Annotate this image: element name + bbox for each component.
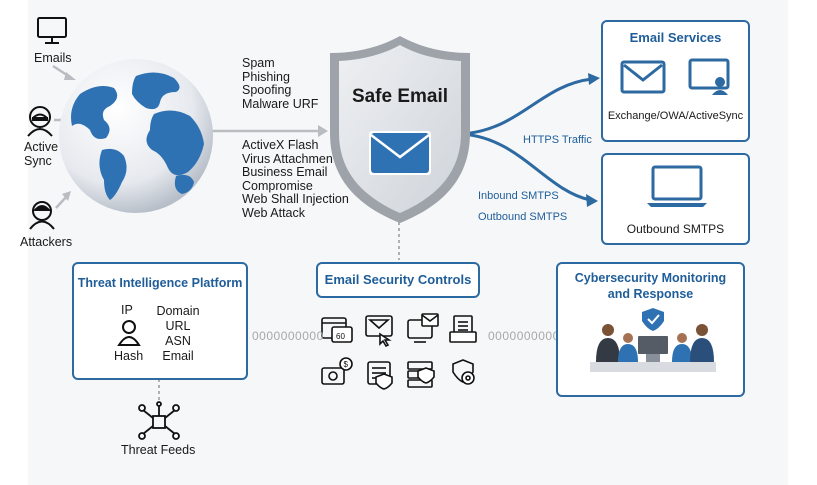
email-services-box bbox=[601, 20, 750, 142]
browser-code-icon: 60 bbox=[321, 317, 353, 343]
actor-active-sync-label: Active Sync bbox=[24, 140, 59, 168]
shield-title: Safe Email bbox=[351, 86, 449, 107]
email-security-controls-title: Email Security Controls bbox=[324, 272, 472, 287]
person-icon bbox=[117, 320, 141, 346]
email-services-title: Email Services bbox=[629, 30, 722, 45]
laptop-icon bbox=[647, 165, 707, 207]
threat-item: Virus Attachmen bbox=[242, 151, 333, 166]
server-check-icon bbox=[407, 361, 435, 388]
money-camera-icon: $ bbox=[321, 357, 353, 385]
actor-attackers-label: Attackers bbox=[20, 235, 73, 249]
threat-item: Spam bbox=[242, 56, 275, 70]
computer-email-icon bbox=[407, 313, 439, 343]
threat-item: Web Attack bbox=[242, 205, 305, 220]
threat-item: Business Email bbox=[242, 165, 328, 180]
shield-icon bbox=[330, 36, 470, 223]
controls-icon-grid: 60 $ bbox=[321, 313, 477, 390]
envelope-icon bbox=[620, 60, 666, 94]
monitoring-title: Cybersecurity Monitoring and Response bbox=[574, 271, 727, 301]
document-monitor-icon bbox=[449, 315, 477, 343]
threat-item: Malware URF bbox=[242, 96, 319, 111]
server-shield-icon bbox=[367, 361, 393, 390]
threat-intel-hash: Hash bbox=[114, 349, 144, 363]
user-monitor-icon bbox=[688, 58, 730, 95]
hacker-icon bbox=[27, 106, 53, 137]
attacker-icon bbox=[29, 201, 55, 230]
soc-team-illustration bbox=[590, 308, 716, 372]
svg-text:$: $ bbox=[344, 360, 349, 369]
email-services-caption: Exchange/OWA/ActiveSync bbox=[607, 110, 744, 122]
connector-left: 0000000000 bbox=[252, 329, 324, 343]
indicator-item: Email bbox=[162, 349, 194, 363]
threat-item: Compromise bbox=[242, 178, 313, 193]
threat-item: ActiveX Flash bbox=[242, 138, 319, 152]
inbound-smtps-label: Inbound SMTPS bbox=[478, 190, 559, 202]
threat-item: Phishing bbox=[242, 69, 290, 84]
svg-text:60: 60 bbox=[336, 332, 345, 341]
threat-item: Spoofing bbox=[242, 83, 292, 98]
threat-intel-box bbox=[72, 262, 248, 380]
monitor-icon bbox=[37, 17, 67, 44]
connector-right: 0000000000 bbox=[488, 329, 560, 343]
outbound-smtps-flow-label: Outbound SMTPS bbox=[478, 211, 568, 223]
indicator-item: Domain bbox=[156, 304, 200, 318]
email-security-controls-box bbox=[316, 262, 480, 298]
https-traffic-label: HTTPS Traffic bbox=[523, 134, 592, 146]
phishing-click-icon bbox=[365, 315, 393, 348]
indicator-item: URL bbox=[165, 319, 191, 333]
indicator-item: ASN bbox=[165, 334, 191, 348]
threat-intel-ip: IP bbox=[121, 303, 133, 317]
globe-icon bbox=[59, 59, 213, 213]
threat-feeds-label: Threat Feeds bbox=[121, 443, 196, 457]
threat-item: Web Shall Injection bbox=[242, 192, 349, 207]
threat-intel-title: Threat Intelligence Platform bbox=[77, 276, 243, 290]
gear-shield-icon bbox=[452, 359, 475, 385]
network-icon bbox=[138, 401, 180, 440]
actor-emails-label: Emails bbox=[34, 51, 72, 65]
outbound-smtps-caption: Outbound SMTPS bbox=[626, 222, 725, 236]
